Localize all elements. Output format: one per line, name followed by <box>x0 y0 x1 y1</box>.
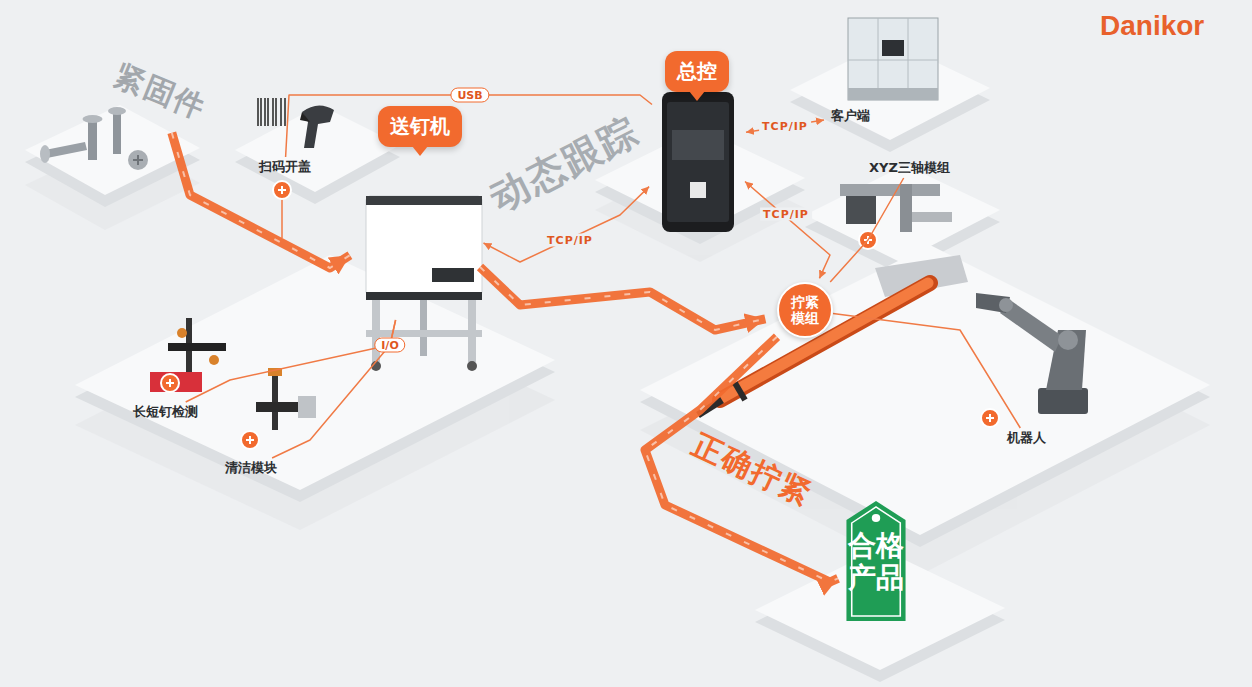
tile-side <box>25 52 1210 682</box>
node-text: 长短钉检测 <box>130 402 201 422</box>
brand-logo: Danikor <box>1100 10 1204 42</box>
machine-node: 送钉机 <box>360 100 480 320</box>
signal-label: I/O <box>374 338 405 353</box>
screws <box>40 107 148 170</box>
node-text: 机器人 <box>1004 428 1049 448</box>
node-text: 扫码开盖 <box>256 157 314 177</box>
watermark-title: 动态跟踪 <box>482 106 648 224</box>
flow-connector <box>645 337 838 582</box>
flow-label: 正确拧紧 <box>685 424 818 515</box>
tile-label: 清洁模块 <box>222 458 280 478</box>
signal-label: TCP/IP <box>759 120 811 133</box>
flow-connector <box>480 267 765 330</box>
signal-line <box>830 178 904 282</box>
controller-node: 总控 <box>652 45 742 235</box>
barcode-scanner <box>258 98 334 148</box>
tag-body <box>846 501 905 621</box>
node-text: 拧紧模组 <box>791 294 819 326</box>
map-pin: 总控 <box>665 51 729 92</box>
node-text: 客户端 <box>828 106 873 126</box>
category-title: 紧固件 <box>103 52 216 133</box>
product-tag: 合格产品 <box>838 498 914 624</box>
node-text: XYZ三轴模组 <box>866 158 953 178</box>
signal-line <box>186 320 396 402</box>
node-text: 送钉机 <box>390 113 450 140</box>
map-pin: 送钉机 <box>378 106 462 147</box>
node-text: 清洁模块 <box>222 458 280 478</box>
tile-label: 长短钉检测 <box>130 402 201 422</box>
signal-line <box>833 314 1020 428</box>
control-tablet <box>662 92 734 232</box>
client-machine <box>848 18 938 100</box>
signal-label: TCP/IP <box>760 208 812 221</box>
tile-top <box>25 40 1210 670</box>
tile-label: 机器人 <box>1004 428 1049 448</box>
module-circle: 拧紧模组 <box>777 282 833 338</box>
signal-label: USB <box>450 88 489 103</box>
tile-label: XYZ三轴模组 <box>866 158 953 178</box>
flow-highlight <box>645 337 838 582</box>
tile-label: 扫码开盖 <box>256 157 314 177</box>
flow-highlight <box>480 267 765 330</box>
cleaning-module <box>256 368 316 430</box>
signal-line <box>745 182 830 279</box>
signal-label: TCP/IP <box>544 234 596 247</box>
tag-hole <box>872 514 880 522</box>
node-text: 紧固件 <box>103 52 216 133</box>
flow-connector <box>172 133 350 268</box>
tile-label: 客户端 <box>828 106 873 126</box>
length-detector <box>150 318 226 392</box>
robot-arm <box>976 293 1088 414</box>
node-text: 合格产品 <box>848 530 904 594</box>
screw-feeder <box>366 196 482 371</box>
flow-highlight <box>172 133 350 268</box>
plus-icon <box>161 181 999 449</box>
node-text: 总控 <box>677 58 717 85</box>
signal-line <box>746 120 824 132</box>
